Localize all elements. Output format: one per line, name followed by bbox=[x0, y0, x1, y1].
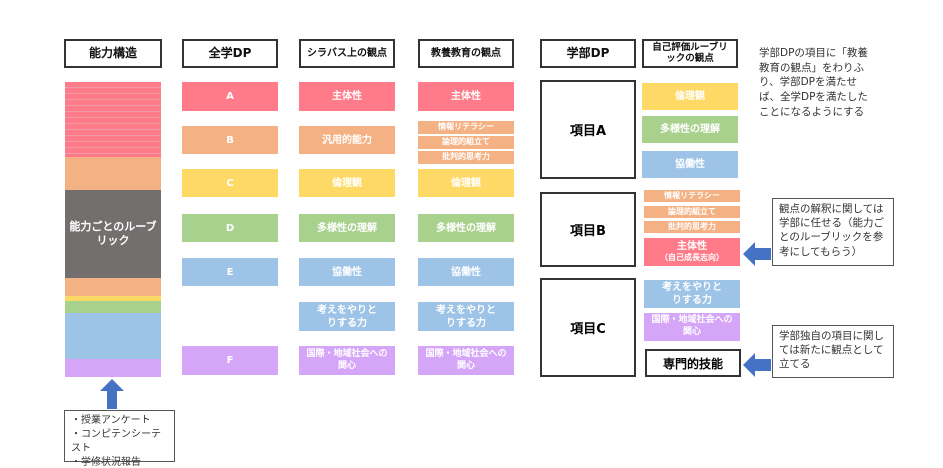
liberal-item: 協働性 bbox=[418, 258, 514, 286]
stack-orange-2 bbox=[65, 278, 161, 296]
source-item: ・授業アンケート bbox=[71, 415, 151, 426]
header-faculty-dp: 学部DP bbox=[540, 39, 636, 68]
syllabus-item: 汎用的能力 bbox=[299, 126, 395, 154]
stack-purple bbox=[65, 359, 161, 377]
top-note: 学部DPの項目に「教養教育の観点」をわりふり、学部DPを満たせば、全学DPを満た… bbox=[759, 47, 868, 118]
stack-orange bbox=[65, 157, 161, 190]
syllabus-item: 多様性の理解 bbox=[299, 214, 395, 242]
syllabus-item: 協働性 bbox=[299, 258, 395, 286]
header-ability: 能力構造 bbox=[64, 39, 162, 68]
header-syllabus: シラバス上の観点 bbox=[299, 39, 395, 68]
syllabus-item: 考えをやりとりする力 bbox=[299, 302, 395, 331]
self-eval-sub-item: 批判的思考力 bbox=[644, 221, 740, 233]
liberal-sub-item: 批判的思考力 bbox=[418, 151, 514, 164]
stack-blue bbox=[65, 313, 161, 359]
self-eval-item: 国際・地域社会への関心 bbox=[644, 313, 740, 341]
callout-interpretation: 観点の解釈に関しては学部に任せる（能力ごとのルーブリックを参考にしてもらう） bbox=[772, 198, 894, 266]
self-eval-item: 協働性 bbox=[642, 151, 738, 178]
callout-original-items: 学部独自の項目に関しては新たに観点として立てる bbox=[772, 325, 894, 378]
syllabus-item: 倫理観 bbox=[299, 169, 395, 197]
dp-e: E bbox=[182, 258, 278, 286]
stack-red bbox=[65, 82, 161, 157]
header-liberal: 教養教育の観点 bbox=[418, 39, 514, 68]
faculty-item-a: 項目A bbox=[540, 80, 636, 179]
self-eval-special: 専門的技能 bbox=[645, 349, 741, 377]
liberal-sub-item: 論理的組立て bbox=[418, 136, 514, 149]
liberal-item: 倫理観 bbox=[418, 169, 514, 197]
self-eval-main-label: 主体性 bbox=[677, 241, 707, 253]
self-eval-sub-item: 論理的組立て bbox=[644, 206, 740, 218]
dp-a: A bbox=[182, 82, 278, 111]
faculty-item-b: 項目B bbox=[540, 192, 636, 267]
up-arrow-icon bbox=[100, 379, 124, 409]
header-self-eval: 自己評価ルーブリックの観点 bbox=[642, 39, 738, 68]
faculty-item-c: 項目C bbox=[540, 278, 636, 377]
sources-box: ・授業アンケート ・コンピテンシーテスト ・学修状況報告 bbox=[64, 410, 175, 468]
self-eval-item: 倫理観 bbox=[642, 83, 738, 110]
source-item: ・学修状況報告 bbox=[71, 457, 141, 468]
left-arrow-icon bbox=[743, 242, 771, 266]
liberal-item: 考えをやりとりする力 bbox=[418, 302, 514, 331]
dp-b: B bbox=[182, 126, 278, 154]
self-eval-sub-item: 情報リテラシー bbox=[644, 190, 740, 202]
liberal-item: 主体性 bbox=[418, 82, 514, 111]
header-all-dp: 全学DP bbox=[182, 39, 278, 68]
liberal-item: 多様性の理解 bbox=[418, 214, 514, 242]
dp-f: F bbox=[182, 346, 278, 375]
stack-green bbox=[65, 301, 161, 313]
syllabus-item: 主体性 bbox=[299, 82, 395, 111]
self-eval-main-item: 主体性 （自己成長志向） bbox=[644, 238, 740, 266]
self-eval-item: 多様性の理解 bbox=[642, 116, 738, 143]
rubric-block: 能力ごとのルーブリック bbox=[65, 190, 161, 278]
stack-yellow bbox=[65, 296, 161, 301]
syllabus-item: 国際・地域社会への関心 bbox=[299, 346, 395, 375]
source-item: ・コンピテンシーテスト bbox=[71, 429, 161, 454]
self-eval-main-note: （自己成長志向） bbox=[660, 253, 724, 263]
liberal-sub-item: 情報リテラシー bbox=[418, 121, 514, 134]
dp-d: D bbox=[182, 214, 278, 242]
left-arrow-icon bbox=[743, 353, 771, 377]
dp-c: C bbox=[182, 169, 278, 197]
liberal-item: 国際・地域社会への関心 bbox=[418, 346, 514, 375]
self-eval-item: 考えをやりとりする力 bbox=[644, 280, 740, 308]
